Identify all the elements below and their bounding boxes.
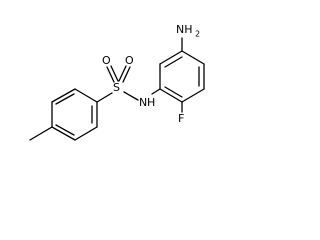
bond: [51, 126, 76, 141]
bond: [181, 88, 205, 103]
bond: [96, 92, 113, 103]
sulfonyl-group: S O O: [96, 54, 139, 103]
double-bond-inner: [55, 124, 75, 136]
tolyl-ring: [29, 88, 98, 141]
fluorine-label: F: [178, 112, 184, 125]
bond: [74, 126, 98, 141]
double-bond: [118, 65, 127, 82]
amino-subscript: 2: [195, 30, 200, 39]
double-bond: [122, 66, 131, 83]
fluoroaniline-ring: [159, 37, 205, 113]
double-bond-inner: [164, 86, 183, 98]
sulfur-label: S: [113, 81, 120, 94]
oxygen-label: O: [125, 54, 134, 67]
bond: [181, 50, 205, 65]
double-bond: [106, 66, 115, 83]
hydrogen-label: H: [147, 96, 155, 109]
oxygen-label: O: [102, 54, 111, 67]
bond: [151, 88, 161, 95]
chemical-structure: S O O N H NH 2 F: [29, 23, 205, 141]
amino-group: NH 2: [176, 23, 200, 39]
bond: [123, 91, 139, 101]
double-bond: [110, 65, 119, 82]
nitrogen-label: N: [139, 96, 147, 109]
amino-label: NH: [176, 23, 193, 36]
methyl-bond: [29, 126, 53, 141]
bond: [159, 88, 183, 103]
double-bond-inner: [164, 56, 183, 68]
bond: [159, 50, 183, 65]
double-bond-inner: [55, 93, 75, 105]
amide-nh: N H: [139, 88, 161, 109]
bond: [74, 88, 98, 103]
bond: [51, 88, 76, 103]
